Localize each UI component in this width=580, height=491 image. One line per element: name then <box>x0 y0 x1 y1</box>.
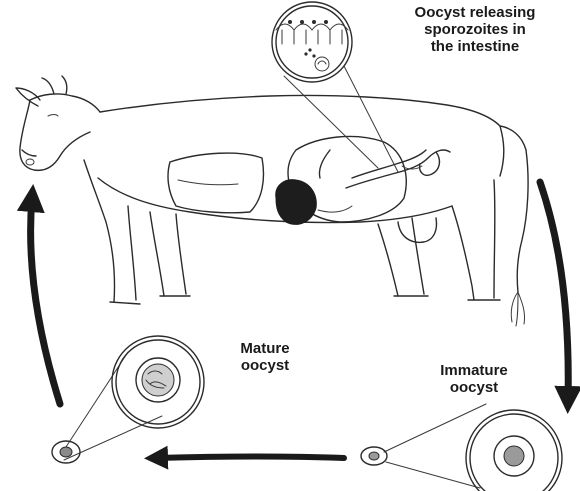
label-oocyst-releasing-sporozoites: Oocyst releasing sporozoites in the inte… <box>386 4 564 55</box>
label-release-line1: Oocyst releasing <box>386 4 564 21</box>
cow-illustration <box>16 76 528 326</box>
arrow-immature-to-mature <box>156 457 344 459</box>
label-release-line2: sporozoites in <box>386 21 564 38</box>
label-mature-line2: oocyst <box>222 357 308 374</box>
abomasum-shape <box>276 180 317 225</box>
label-mature-oocyst: Mature oocyst <box>222 340 308 374</box>
label-immature-line2: oocyst <box>424 379 524 396</box>
label-immature-oocyst: Immature oocyst <box>424 362 524 396</box>
arrow-mature-to-cow <box>31 198 60 404</box>
label-mature-line1: Mature <box>222 340 308 357</box>
mature-oocyst-magnifier <box>52 336 204 463</box>
label-release-line3: the intestine <box>386 38 564 55</box>
label-immature-line1: Immature <box>424 362 524 379</box>
intestine-magnifier <box>272 2 398 172</box>
arrow-tail-to-immature <box>540 182 568 400</box>
immature-oocyst-magnifier <box>361 404 562 491</box>
